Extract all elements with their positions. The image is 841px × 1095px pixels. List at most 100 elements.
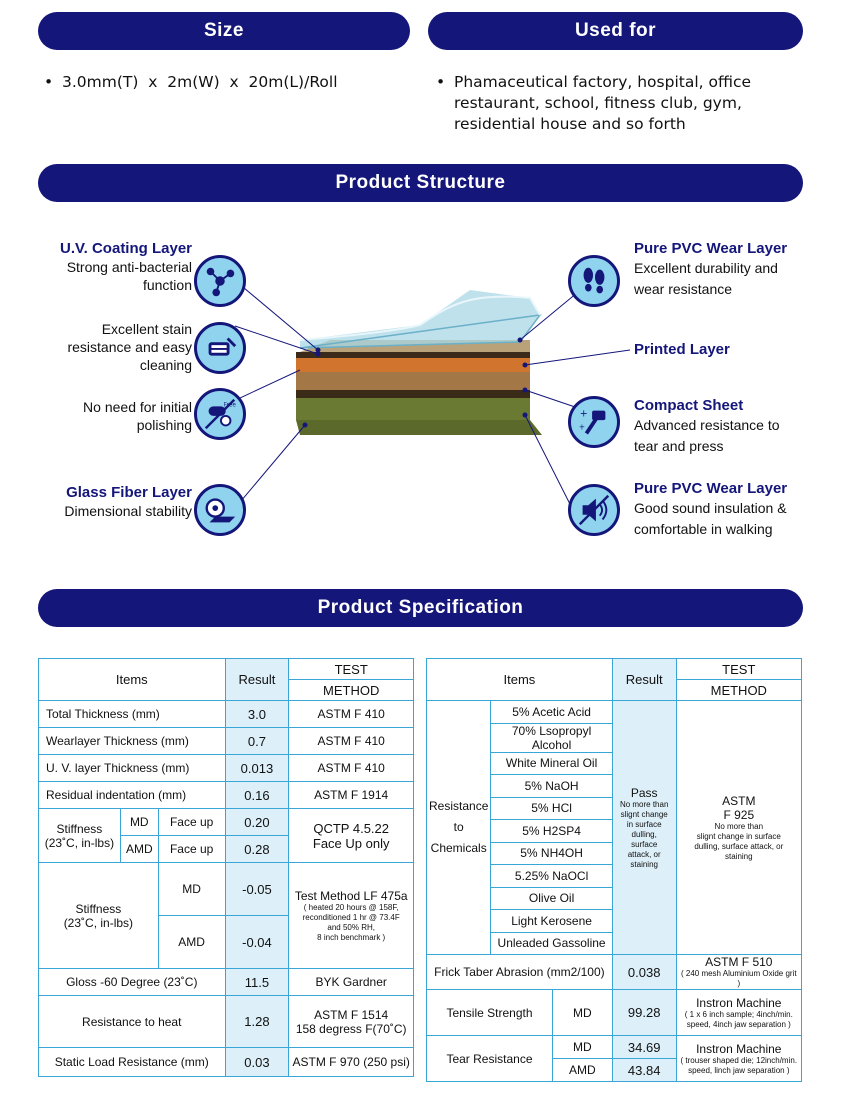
glass-fiber-label: Glass Fiber Layer Dimensional stability [40, 484, 192, 520]
amd-label: AMD [551, 1058, 613, 1082]
row-value: 0.7 [224, 727, 290, 755]
method-line1: QCTP 4.5.22 [313, 820, 389, 836]
row-value: 34.69 [611, 1035, 677, 1059]
pass-value: Pass [630, 785, 658, 800]
astm-note: dulling, surface attack, or [694, 841, 784, 851]
test-header: TEST [288, 658, 414, 680]
pvc1-line2: wear resistance [634, 281, 733, 297]
method-note1: ( heated 20 hours @ 158F, [303, 902, 399, 912]
no-sound-icon [568, 484, 620, 536]
chemical-item: 5% NH4OH [490, 841, 613, 865]
row-label: Tensile Strength [426, 989, 553, 1036]
astm-line1: ASTM [722, 793, 756, 808]
used-for-line2: restaurant, school, fitness club, gym, [454, 94, 742, 112]
stiffness-line2: (23˚C, in-lbs) [44, 835, 115, 850]
row-label: Gloss -60 Degree (23˚C) [38, 968, 226, 996]
row-method: ASTM F 410 [288, 700, 414, 728]
row-label: Resistance to heat [38, 995, 226, 1048]
row-method: BYK Gardner [288, 968, 414, 996]
face-up-label: Face up [157, 835, 226, 863]
glass-line1: Dimensional stability [64, 503, 192, 519]
method-line1: Test Method LF 475a [294, 888, 408, 903]
used-for-line3: residential house and so forth [454, 115, 686, 133]
size-text: 3.0mm(T) x 2m(W) x 20m(L)/Roll [62, 73, 338, 91]
row-value: 3.0 [224, 700, 290, 728]
row-value: 0.03 [224, 1047, 290, 1077]
row-label: Total Thickness (mm) [38, 700, 226, 728]
astm-note: staining [725, 851, 753, 861]
molecule-icon [194, 255, 246, 307]
row-value: 43.84 [611, 1058, 677, 1082]
method-note: ( trouser shaped die; 12inch/min. [680, 1055, 798, 1065]
compact-sheet-label: Compact Sheet Advanced resistance to tea… [634, 397, 834, 457]
row-value: 0.20 [224, 808, 290, 836]
chemical-item: 5% NaOH [490, 774, 613, 798]
stiffness-2-line2: (23˚C, in-lbs) [63, 915, 134, 930]
hammer-icon: ++ [568, 396, 620, 448]
md-label: MD [157, 862, 226, 916]
polishing-label: No need for initial polishing [40, 398, 192, 434]
stiffness-label: Stiffness (23˚C, in-lbs) [38, 808, 121, 863]
method-header: METHOD [288, 679, 414, 701]
method-note3: and 50% RH, [327, 922, 375, 932]
row-value: 11.5 [224, 968, 290, 996]
used-for-header: Used for [428, 12, 803, 50]
chemical-item: 5% Acetic Acid [490, 700, 613, 724]
row-method: Instron Machine ( 1 x 6 inch sample; 4in… [675, 989, 803, 1036]
astm-line2: F 925 [723, 807, 755, 822]
row-method: ASTM F 970 (250 psi) [288, 1047, 414, 1077]
md-label: MD [551, 989, 613, 1036]
polish-line1: No need for initial [83, 399, 192, 415]
astm-method: ASTM F 925 No more than slignt change in… [675, 700, 803, 955]
stain-line2: resistance and easy [67, 339, 192, 355]
chemical-item: Olive Oil [490, 886, 613, 910]
stain-line3: cleaning [139, 357, 192, 373]
row-value: 0.16 [224, 781, 290, 809]
fiber-roll-icon [194, 484, 246, 536]
amd-label: AMD [119, 835, 159, 863]
product-specification-header: Product Specification [38, 589, 803, 627]
uv-line2: function [142, 277, 192, 293]
method-note4: 8 inch benchmark ) [317, 932, 386, 942]
pass-note: attack, or [627, 849, 661, 859]
method-line1: ASTM F 1514 [314, 1007, 389, 1022]
stain-line1: Excellent stain [101, 321, 192, 337]
amd-label: AMD [157, 915, 226, 969]
row-value: 0.038 [611, 954, 677, 990]
row-label: Frick Taber Abrasion (mm2/100) [426, 954, 613, 990]
row-method: Test Method LF 475a ( heated 20 hours @ … [288, 862, 414, 969]
pvc1-line1: Excellent durability and [634, 260, 778, 276]
method-line2: 158 degress F(70˚C) [295, 1021, 407, 1036]
row-value: 0.013 [224, 754, 290, 782]
pvc2-line1: Good sound insulation & [634, 500, 787, 516]
row-value: -0.05 [224, 862, 290, 916]
method-note: ( 240 mesh Aluminium Oxide grit ) [680, 969, 797, 988]
stiffness-line1: Stiffness [56, 821, 103, 836]
row-value: 0.28 [224, 835, 290, 863]
spec-table-right: Items Result TEST METHOD Resistance to C… [425, 658, 803, 1082]
method-header: METHOD [675, 679, 803, 701]
chem-line3: Chemicals [430, 841, 487, 855]
cleaning-hand-icon [194, 322, 246, 374]
pass-note: in surface [626, 819, 662, 829]
row-value: 99.28 [611, 989, 677, 1036]
row-value: -0.04 [224, 915, 290, 969]
result-header: Result [611, 658, 677, 701]
used-for-line1: Phamaceutical factory, hospital, office [454, 73, 752, 91]
printed-title: Printed Layer [634, 341, 730, 358]
items-header: Items [426, 658, 613, 701]
row-label: Residual indentation (mm) [38, 781, 226, 809]
floor-layers-illustration [224, 271, 631, 521]
row-method: QCTP 4.5.22 Face Up only [288, 808, 414, 863]
pass-note: dulling, [631, 829, 657, 839]
items-header: Items [38, 658, 226, 701]
row-label: Wearlayer Thickness (mm) [38, 727, 226, 755]
spec-table-left: Items Result TEST METHOD Total Thickness… [38, 658, 414, 1077]
row-method: ASTM F 1914 [288, 781, 414, 809]
stiffness-2-line1: Stiffness [75, 901, 122, 916]
test-header: TEST [675, 658, 803, 680]
result-header: Result [224, 658, 290, 701]
stain-label: Excellent stain resistance and easy clea… [40, 320, 192, 374]
chemical-item: White Mineral Oil [490, 751, 613, 775]
face-up-label: Face up [157, 808, 226, 836]
